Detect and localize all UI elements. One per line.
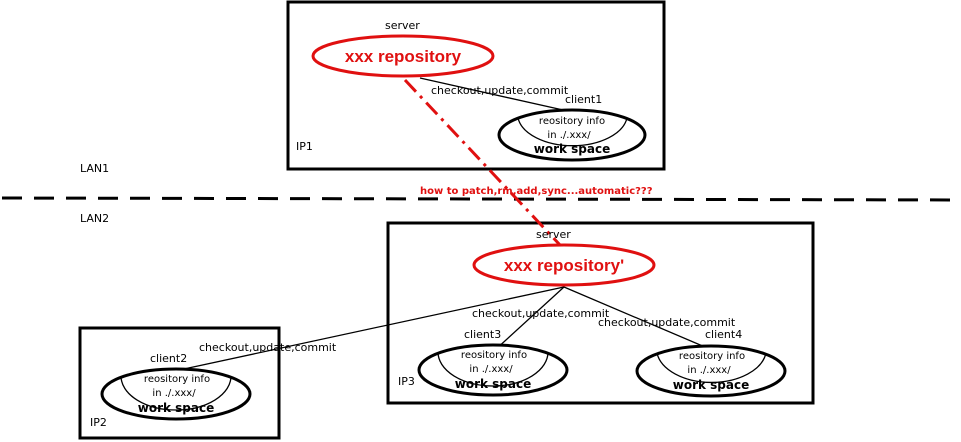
link-repo-client4	[563, 286, 713, 351]
bottom-repository	[472, 243, 656, 287]
bottom-server-label: server	[536, 228, 571, 241]
client3-workspace	[417, 343, 569, 397]
host-box-ip2	[78, 326, 281, 440]
client2-info-arc	[120, 375, 232, 411]
client2-workspace	[100, 367, 252, 421]
client2-label: client2	[150, 352, 187, 365]
lan-divider	[1, 196, 961, 202]
bottom-repository-label: xxx repository'	[504, 256, 624, 275]
client4-label: client4	[705, 328, 742, 341]
top-link-label: checkout,update,commit	[431, 84, 569, 97]
top-repository-label: xxx repository	[345, 47, 462, 66]
client1-workspace-label: work space	[534, 142, 611, 156]
client4-info: reository info	[679, 351, 745, 362]
host-box-ip1	[286, 0, 666, 171]
client2-path: in ./.xxx/	[152, 388, 196, 399]
host-label-ip2: IP2	[90, 416, 107, 429]
client2-link-label: checkout,update,commit	[199, 341, 337, 354]
link-repo-client3	[494, 286, 565, 351]
client1-info: reository info	[539, 116, 605, 127]
client4-link-label: checkout,update,commit	[598, 316, 736, 329]
client4-path: in ./.xxx/	[687, 365, 731, 376]
client4-info-arc	[656, 352, 767, 384]
client3-label: client3	[464, 328, 501, 341]
client1-workspace	[497, 108, 647, 162]
lan1-label: LAN1	[80, 162, 109, 175]
host-box-ip3	[386, 221, 815, 405]
client3-info-arc	[437, 351, 549, 387]
lan2-label: LAN2	[80, 212, 109, 225]
client3-workspace-label: work space	[455, 377, 532, 391]
client1-label: client1	[565, 93, 602, 106]
client1-path: in ./.xxx/	[547, 130, 591, 141]
host-label-ip3: IP3	[398, 375, 415, 388]
link-top-repo-client1	[419, 77, 573, 113]
client1-info-arc	[517, 117, 628, 147]
client3-link-label: checkout,update,commit	[472, 307, 610, 320]
client3-info: reository info	[461, 350, 527, 361]
sync-link	[403, 78, 562, 247]
client4-workspace	[635, 344, 787, 398]
top-server-label: server	[385, 19, 420, 32]
client2-workspace-label: work space	[138, 401, 215, 415]
client4-workspace-label: work space	[673, 378, 750, 392]
sync-question: how to patch,rm,add,sync...automatic???	[420, 186, 653, 197]
host-label-ip1: IP1	[296, 140, 313, 153]
top-repository	[311, 34, 495, 78]
client3-path: in ./.xxx/	[469, 364, 513, 375]
client2-info: reository info	[144, 374, 210, 385]
link-repo-client2	[169, 286, 565, 373]
